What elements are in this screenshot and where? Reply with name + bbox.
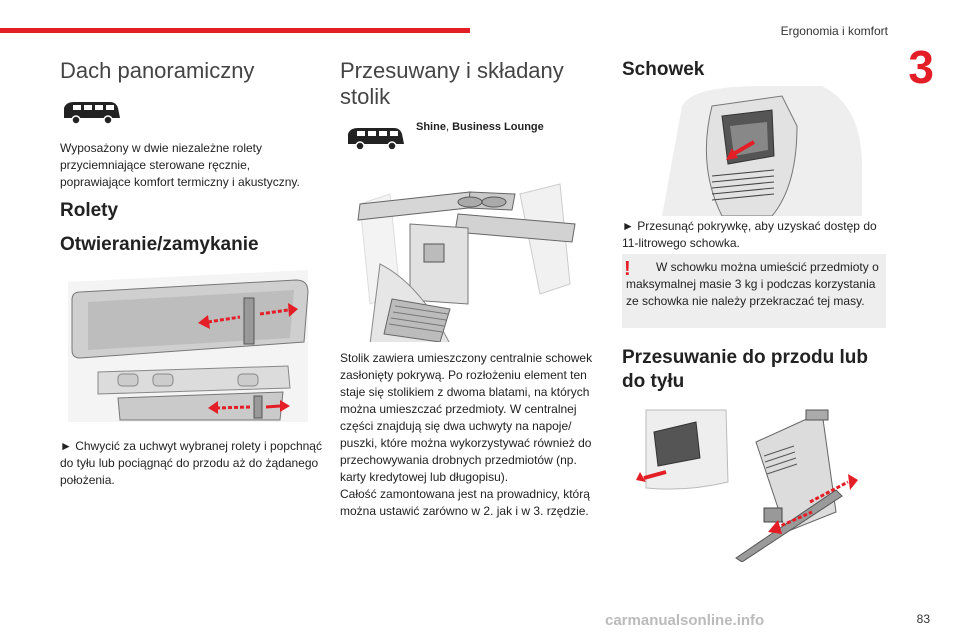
table-description: Stolik zawiera umieszczony centralnie sc… [340,351,593,484]
trim-levels: Shine, Business Lounge [416,121,544,133]
warning-box: ! W schowku można umieścić przedmioty o … [622,254,886,328]
section-title: Ergonomia i komfort [780,24,888,38]
watermark: carmanualsonline.info [605,612,765,629]
table-rail-info: Całość zamontowana jest na prowadnicy, k… [340,487,590,518]
roof-blinds-illustration [68,270,309,422]
panoramic-roof-title: Dach panoramiczny [60,58,255,83]
panoramic-roof-intro: Wyposażony w dwie niezależne rolety przy… [60,141,300,189]
table-title-line1: Przesuwany i składany [340,58,564,83]
open-close-heading: Otwieranie/zamykanie [60,234,259,255]
warning-exclamation-icon: ! [624,258,631,280]
storage-heading: Schowek [622,59,705,80]
warning-text: W schowku można umieścić przedmioty o ma… [626,260,879,308]
chapter-number: 3 [908,41,934,93]
table-title-line2: stolik [340,84,391,109]
blind-instruction: ► Chwycić za uchwyt wybranej rolety i po… [60,439,322,487]
trim-business-lounge: Business Lounge [452,121,544,133]
van-icon [64,102,120,125]
storage-instruction: ► Przesunąć pokrywkę, aby uzyskać dostęp… [622,219,877,250]
page-number: 83 [916,612,930,626]
top-accent-bar [0,28,470,33]
slide-rail-illustration [636,409,858,562]
van-icon [348,128,404,151]
slide-heading: Przesuwanie do przodu lub do tyłu [622,347,868,392]
storage-compartment-illustration [662,86,862,216]
folding-table-illustration [340,164,602,342]
trim-separator: , [445,121,453,133]
trim-shine: Shine [416,121,446,133]
blinds-heading: Rolety [60,200,119,221]
